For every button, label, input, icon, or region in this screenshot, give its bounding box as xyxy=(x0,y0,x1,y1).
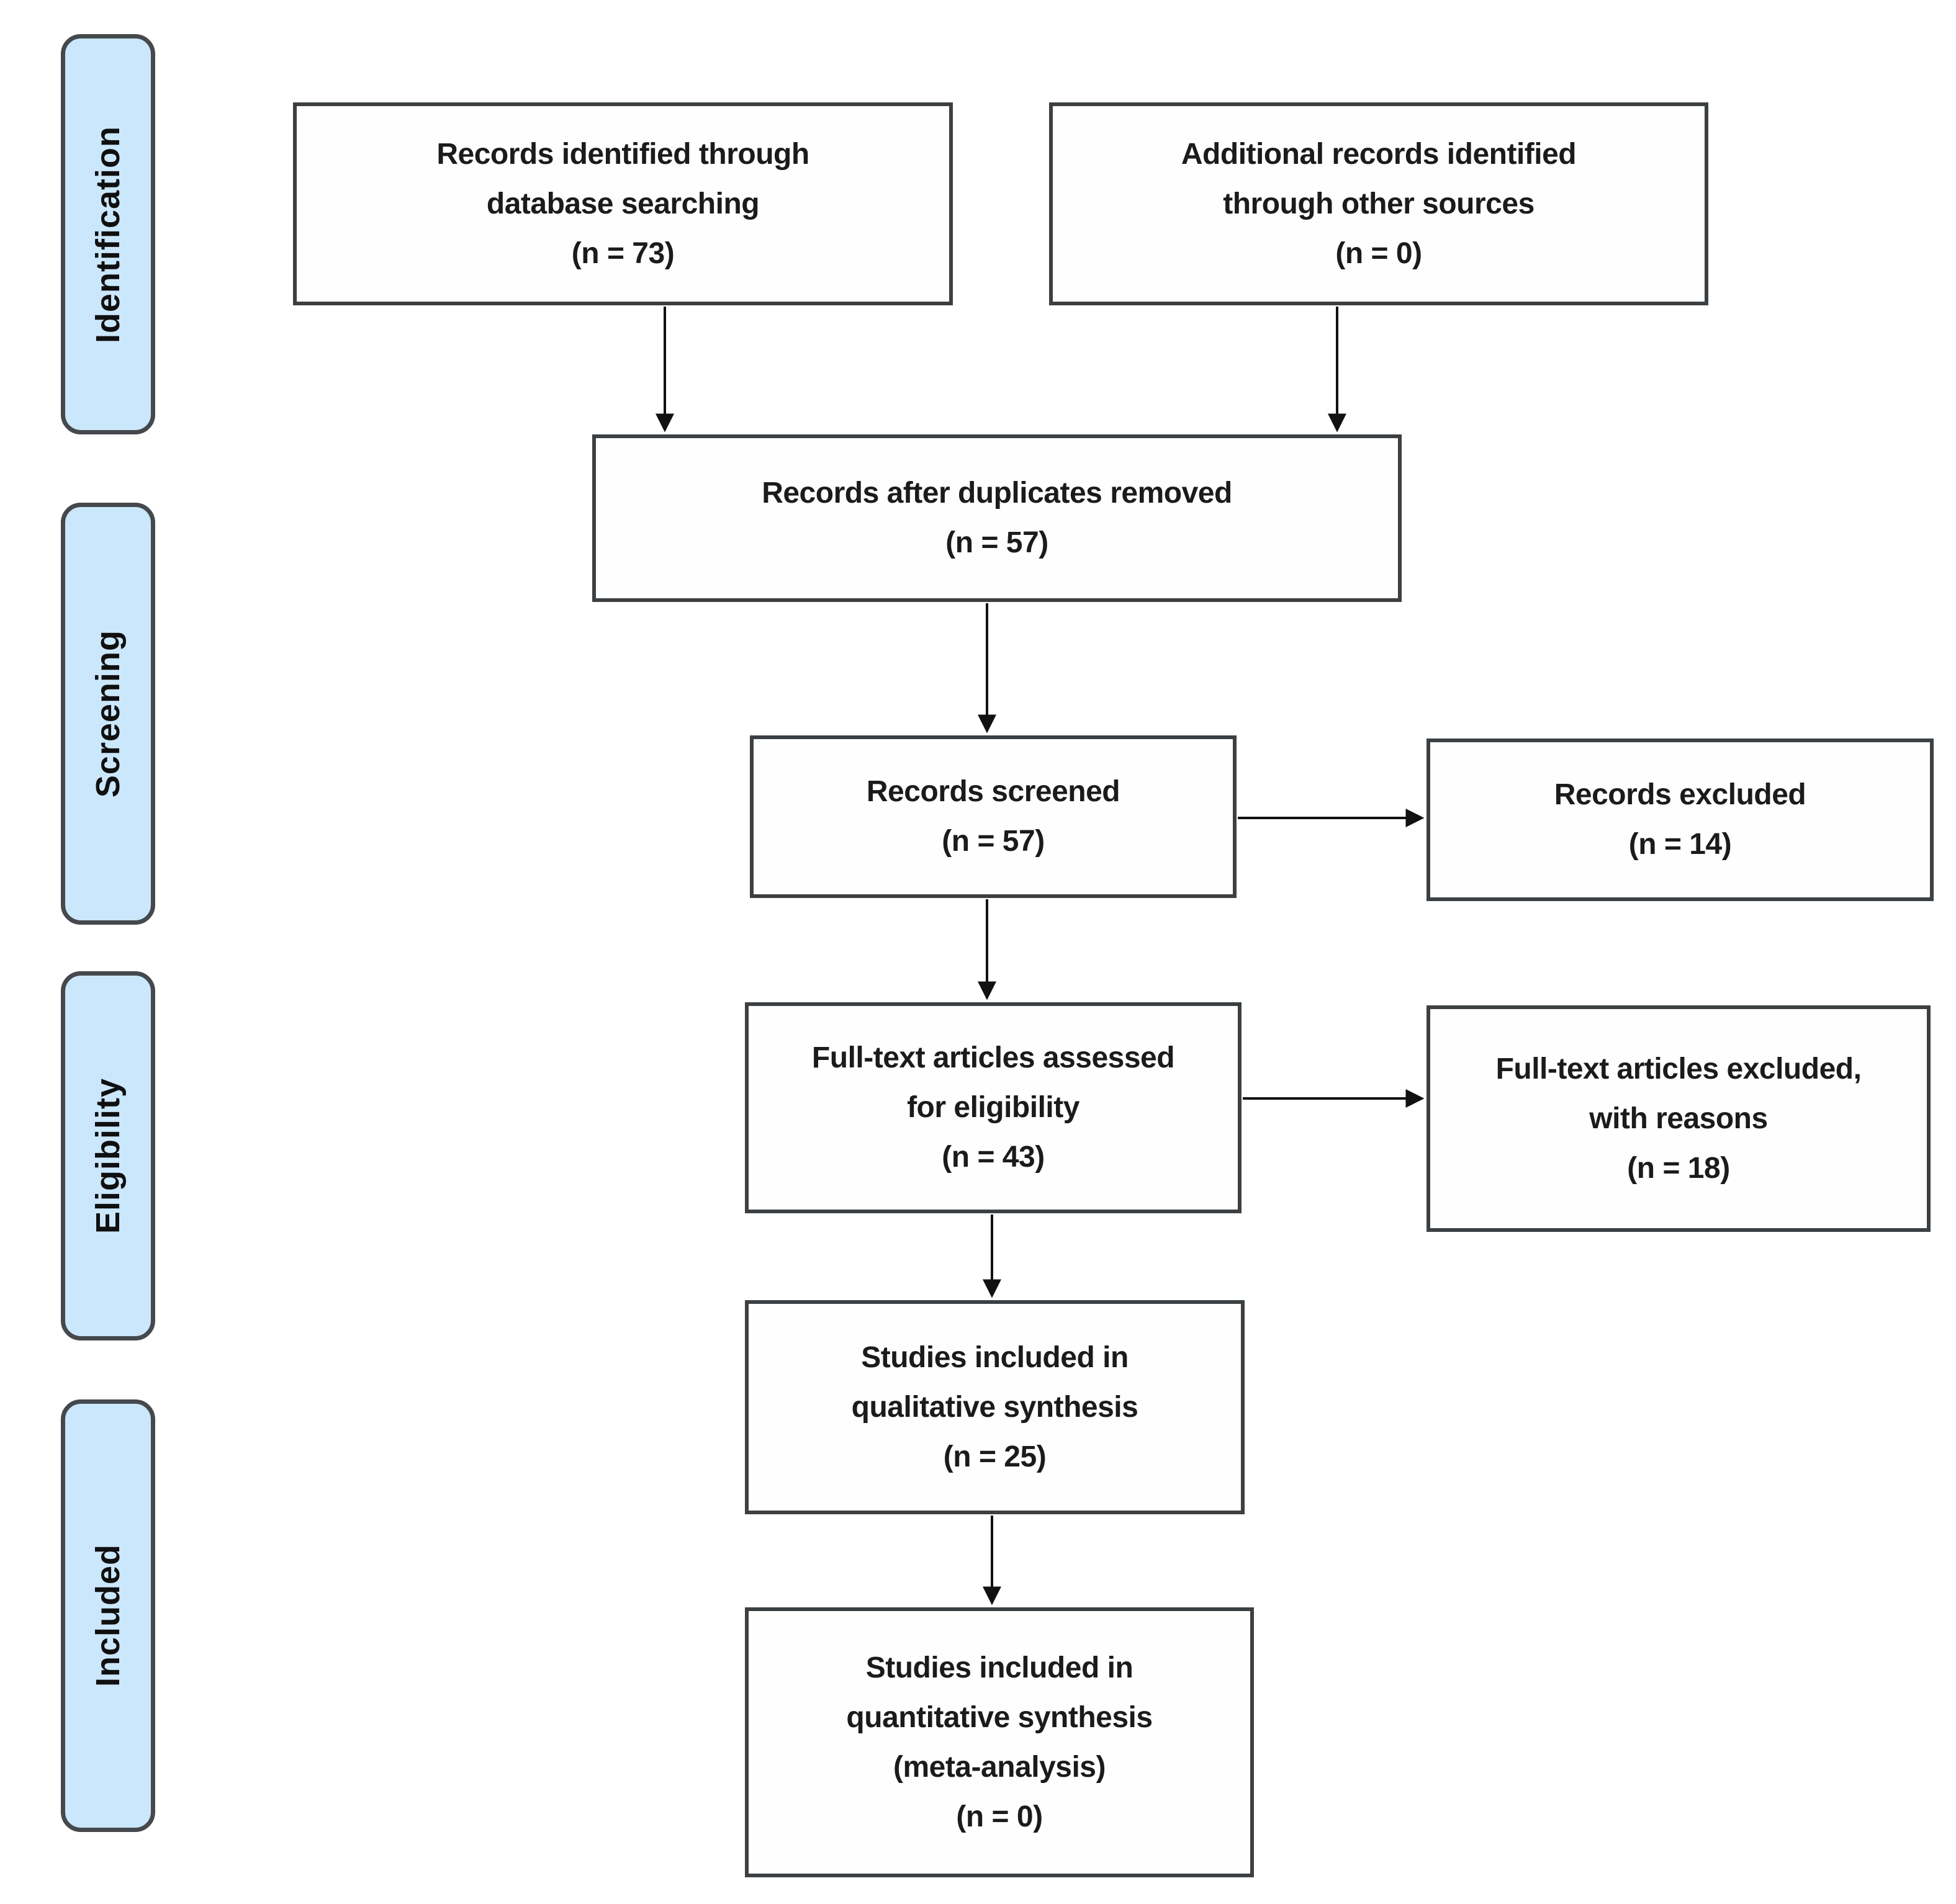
stage-screening-label: Screening xyxy=(89,629,127,798)
box-fulltext-assessed-text: Full-text articles assessed for eligibil… xyxy=(811,1041,1175,1174)
stage-identification-label: Identification xyxy=(89,125,127,343)
box-additional-records-other-sources: Additional records identified through ot… xyxy=(1049,102,1708,305)
box-fulltext-assessed: Full-text articles assessed for eligibil… xyxy=(745,1002,1242,1213)
stage-identification: Identification xyxy=(61,34,155,434)
box-records-after-duplicates-removed-text: Records after duplicates removed (n = 57… xyxy=(762,477,1232,559)
stage-eligibility-label: Eligibility xyxy=(89,1077,127,1234)
box-fulltext-excluded-text: Full-text articles excluded, with reason… xyxy=(1495,1052,1862,1185)
box-fulltext-excluded: Full-text articles excluded, with reason… xyxy=(1426,1005,1931,1232)
box-additional-records-other-sources-text: Additional records identified through ot… xyxy=(1181,137,1577,270)
box-records-identified-database-text: Records identified through database sear… xyxy=(436,137,809,270)
stage-included-label: Included xyxy=(89,1544,127,1687)
box-qualitative-synthesis: Studies included in qualitative synthesi… xyxy=(745,1300,1245,1514)
box-records-screened: Records screened (n = 57) xyxy=(750,735,1237,898)
stage-screening: Screening xyxy=(61,503,155,925)
box-qualitative-synthesis-text: Studies included in qualitative synthesi… xyxy=(851,1340,1138,1473)
box-records-excluded-text: Records excluded (n = 14) xyxy=(1554,778,1806,861)
stage-eligibility: Eligibility xyxy=(61,971,155,1340)
box-records-identified-database: Records identified through database sear… xyxy=(293,102,953,305)
box-quantitative-synthesis-text: Studies included in quantitative synthes… xyxy=(846,1651,1153,1833)
stage-included: Included xyxy=(61,1399,155,1832)
box-records-after-duplicates-removed: Records after duplicates removed (n = 57… xyxy=(592,434,1402,602)
box-records-screened-text: Records screened (n = 57) xyxy=(866,775,1120,858)
box-quantitative-synthesis: Studies included in quantitative synthes… xyxy=(745,1607,1254,1877)
box-records-excluded: Records excluded (n = 14) xyxy=(1426,739,1934,901)
